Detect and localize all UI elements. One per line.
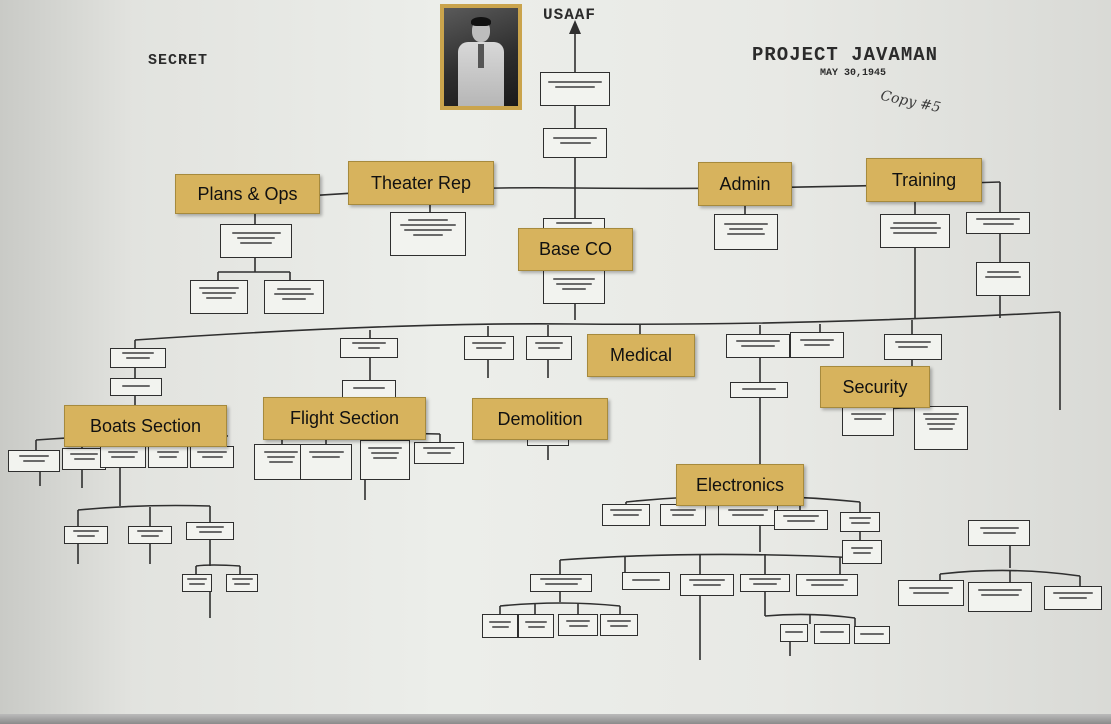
admin-box	[714, 214, 778, 250]
install-unit-box-4	[600, 614, 638, 636]
personnel-box	[884, 334, 942, 360]
label-medical: Medical	[587, 334, 695, 377]
portrait-photo	[440, 4, 522, 110]
commanding-officer-box	[540, 72, 610, 106]
boat-unit-box-1	[8, 450, 60, 472]
top-authority: USAAF	[543, 6, 596, 24]
photography-box	[602, 504, 650, 526]
boat-unit-box-4	[148, 446, 188, 468]
label-plans-ops: Plans & Ops	[175, 174, 320, 214]
administration-box	[914, 406, 968, 450]
engineering-box	[360, 440, 410, 480]
electronics-header-box	[726, 334, 790, 358]
training-box	[880, 214, 950, 248]
boats-header-box	[110, 348, 166, 368]
base-unit-box	[543, 270, 605, 304]
freight-box	[186, 522, 234, 540]
consultant-box	[774, 510, 828, 530]
operations-training-box	[718, 504, 778, 526]
theater-rep-box	[390, 212, 466, 256]
pilots-box	[300, 444, 352, 480]
chief-electrician-box	[182, 574, 212, 592]
intelligence-box	[190, 280, 248, 314]
executive-officer-box	[543, 128, 607, 158]
boat-unit-box-3	[100, 446, 146, 468]
boat-unit-box-5	[190, 446, 234, 468]
chief-mechanic-box	[226, 574, 258, 592]
label-admin: Admin	[698, 162, 792, 206]
boat-asst-box-2	[128, 526, 172, 544]
label-training: Training	[866, 158, 982, 202]
maintenance-box	[968, 582, 1032, 612]
label-security: Security	[820, 366, 930, 408]
label-flight-section: Flight Section	[263, 397, 426, 440]
install-unit-box-2	[518, 614, 554, 638]
label-boats-section: Boats Section	[64, 405, 227, 447]
diesel-box	[780, 624, 808, 642]
flight-header-box	[340, 338, 398, 358]
stud-control-box	[464, 336, 514, 360]
installation-box	[530, 574, 592, 592]
flight-officer-box	[342, 380, 396, 398]
radio-box	[854, 626, 890, 644]
fabrication-box	[482, 614, 518, 638]
training-officer-box	[966, 212, 1030, 234]
tactical-ops-box	[680, 574, 734, 596]
document-date: MAY 30,1945	[820, 68, 886, 79]
supply-unit-box-1	[898, 580, 964, 606]
supply-section-box	[968, 520, 1030, 546]
technical-training-box	[740, 574, 790, 592]
officer-portrait-icon	[444, 8, 518, 106]
material-box	[796, 574, 858, 596]
training-sub-box	[976, 262, 1030, 296]
operations-box	[264, 280, 324, 314]
label-base-co: Base CO	[518, 228, 633, 271]
electronics-officer-box	[730, 382, 788, 398]
base-transport-box	[1044, 586, 1102, 610]
radar-box	[622, 572, 670, 590]
security-header-box	[790, 332, 844, 358]
control-box	[814, 624, 850, 644]
install-unit-box-3	[558, 614, 598, 636]
boats-officer-box	[110, 378, 162, 396]
label-electronics: Electronics	[676, 464, 804, 506]
boat-asst-box-1	[64, 526, 108, 544]
demolition-header-box	[526, 336, 572, 360]
project-title: PROJECT JAVAMAN	[752, 44, 938, 66]
security-sub-box	[842, 406, 894, 436]
plans-operations-box	[220, 224, 292, 258]
test-development-box	[660, 504, 706, 526]
supply-sub-box	[842, 540, 882, 564]
aircraft-radio-box	[414, 442, 464, 464]
label-theater-rep: Theater Rep	[348, 161, 494, 205]
label-demolition: Demolition	[472, 398, 608, 440]
classification-stamp: SECRET	[148, 52, 208, 69]
supply-box	[840, 512, 880, 532]
